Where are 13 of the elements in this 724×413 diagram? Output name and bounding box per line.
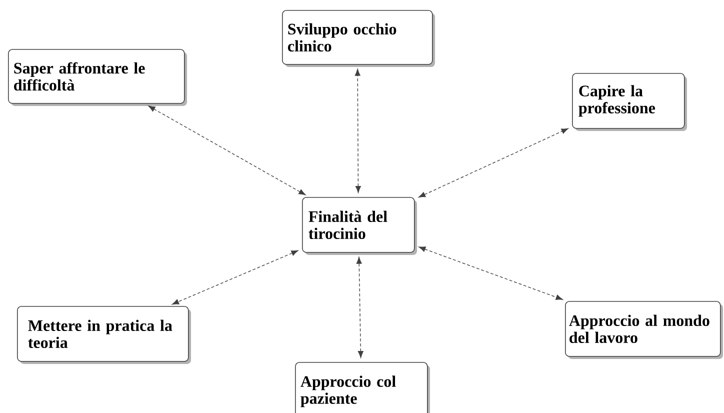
text-box: Approccio al mondo del lavoro <box>565 301 723 359</box>
arrow <box>172 250 298 305</box>
arrow <box>148 106 306 196</box>
arrow <box>356 256 364 358</box>
text-box: Mettere in pratica la teoria <box>17 306 191 364</box>
arrow <box>354 68 361 193</box>
text-box: Capire la professione <box>572 73 687 131</box>
text-box: Finalità del tirocinio <box>302 197 417 255</box>
text-box: Saper affrontare le difficoltà <box>8 49 187 106</box>
text-box: Approccio col paziente <box>295 362 430 413</box>
arrow <box>418 246 563 300</box>
arrow <box>418 128 568 198</box>
text-box: Sviluppo occhio clinico <box>282 10 435 67</box>
